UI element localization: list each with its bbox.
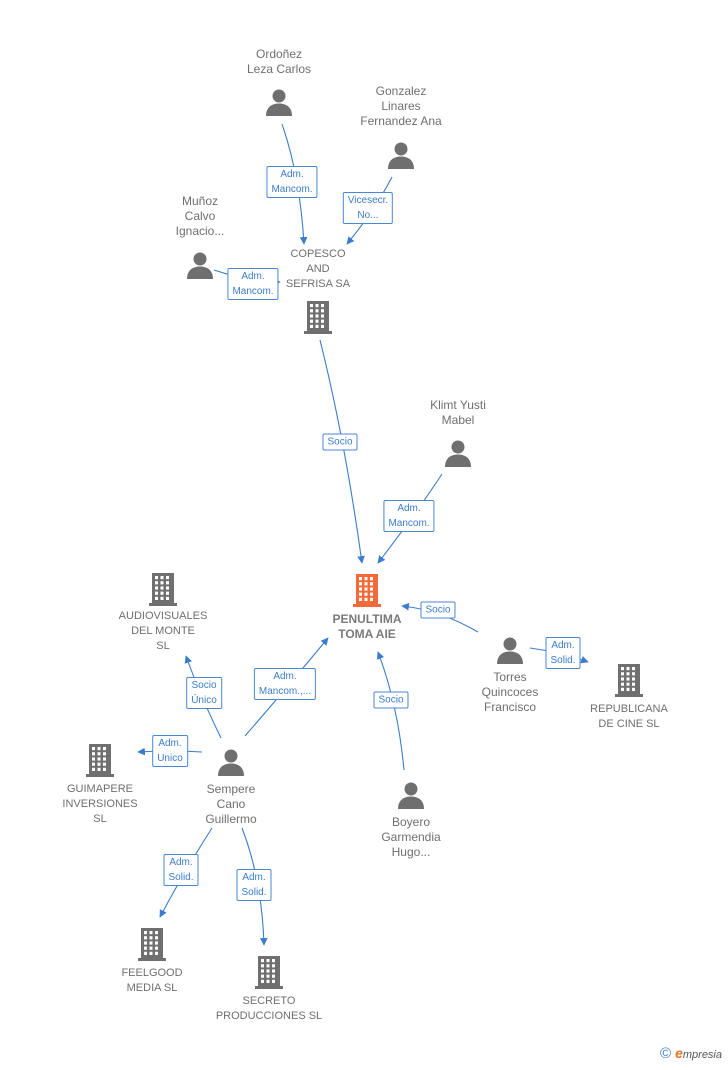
person-icon — [264, 87, 294, 122]
edge-copesco-to-penultima — [319, 339, 365, 564]
edge-label-copesco-to-penultima[interactable]: Socio — [322, 433, 358, 451]
edge-label-torres-to-republicana[interactable]: Adm. Solid. — [545, 637, 581, 669]
brand-footer: ©empresia — [660, 1045, 722, 1062]
building-icon — [303, 300, 333, 339]
node-label-penultima: PENULTIMA TOMA AIE — [332, 612, 402, 641]
edge-label-klimt-to-penultima[interactable]: Adm. Mancom. — [383, 500, 435, 532]
node-label-klimt: Klimt Yusti Mabel — [430, 398, 486, 427]
person-icon — [396, 780, 426, 815]
person-icon — [443, 438, 473, 473]
building-icon — [85, 743, 115, 782]
building-icon — [352, 573, 382, 612]
edge-label-sempere-to-guimapere[interactable]: Adm. Unico — [152, 735, 188, 767]
building-icon — [148, 572, 178, 611]
node-label-boyero: Boyero Garmendia Hugo... — [381, 815, 441, 859]
person-icon — [216, 747, 246, 782]
node-label-feelgood: FEELGOOD MEDIA SL — [121, 967, 183, 994]
node-label-torres: Torres Quincoces Francisco — [481, 670, 539, 714]
building-icon — [137, 927, 167, 966]
building-icon — [254, 955, 284, 994]
edge-label-sempere-to-secreto[interactable]: Adm. Solid. — [236, 869, 272, 901]
edge-label-torres-to-penultima[interactable]: Socio — [420, 601, 456, 619]
person-icon — [185, 250, 215, 285]
edge-label-boyero-to-penultima[interactable]: Socio — [373, 691, 409, 709]
edge-label-munoz-to-copesco[interactable]: Adm. Mancom. — [227, 268, 279, 300]
node-label-ordonez: Ordoñez Leza Carlos — [246, 47, 312, 76]
node-label-sempere: Sempere Cano Guillermo — [205, 782, 257, 826]
node-label-munoz: Muñoz Calvo Ignacio... — [175, 194, 225, 238]
edge-label-ordonez-to-copesco[interactable]: Adm. Mancom. — [266, 166, 318, 198]
person-icon — [386, 140, 416, 175]
node-label-secreto: SECRETO PRODUCCIONES SL — [215, 995, 323, 1022]
edge-label-sempere-to-audiovisuales[interactable]: Socio Único — [186, 677, 222, 709]
brand-logo-initial: e — [675, 1045, 683, 1061]
edge-label-gonzalez-to-copesco[interactable]: Vicesecr. No... — [342, 192, 394, 224]
edge-label-sempere-to-feelgood[interactable]: Adm. Solid. — [163, 854, 199, 886]
brand-logo-text: mpresia — [682, 1049, 722, 1061]
node-label-republicana: REPUBLICANA DE CINE SL — [590, 703, 668, 730]
edge-boyero-to-penultima — [376, 651, 405, 771]
copyright-icon: © — [660, 1045, 672, 1062]
node-label-audiovisuales: AUDIOVISUALES DEL MONTE SL — [118, 610, 208, 652]
edge-label-sempere-to-penultima[interactable]: Adm. Mancom.,... — [253, 668, 317, 700]
node-label-gonzalez: Gonzalez Linares Fernandez Ana — [360, 84, 442, 128]
building-icon — [614, 663, 644, 702]
node-label-guimapere: GUIMAPERE INVERSIONES SL — [62, 783, 138, 825]
person-icon — [495, 635, 525, 670]
node-label-copesco: COPESCO AND SEFRISA SA — [285, 248, 351, 290]
